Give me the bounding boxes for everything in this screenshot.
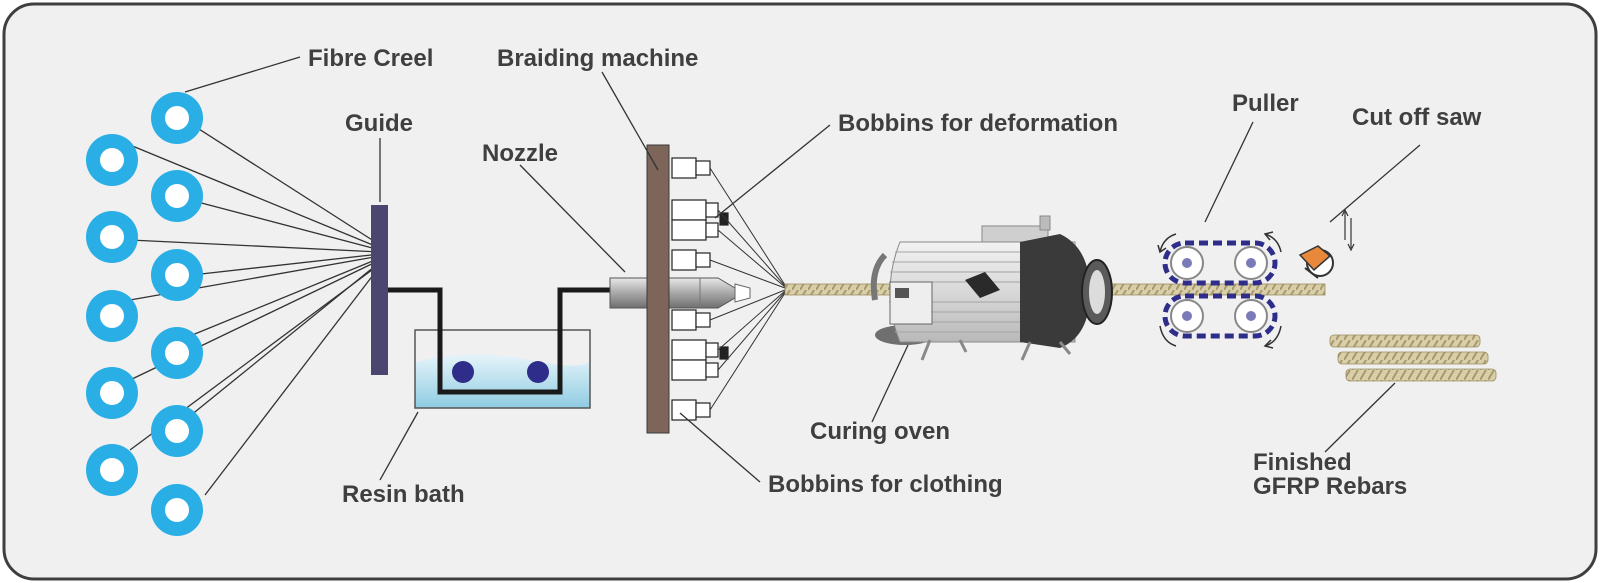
bobbin (671, 309, 711, 331)
circular-saw-icon (1298, 245, 1334, 279)
fibre-spool-icon (86, 290, 138, 342)
bobbin (671, 339, 729, 381)
fibre-spool-icon (151, 249, 203, 301)
leader-lines (184, 56, 1421, 483)
bobbins (671, 157, 729, 421)
fibre-spool-icon (151, 405, 203, 457)
puller-track-top (1162, 240, 1278, 286)
fibre-spool-icon (86, 367, 138, 419)
bobbin (671, 249, 711, 271)
guide-bar (371, 205, 388, 375)
label-puller: Puller (1232, 90, 1299, 117)
label-braiding-machine: Braiding machine (497, 45, 698, 72)
fibre-spool-icon (151, 170, 203, 222)
nozzle (609, 277, 751, 309)
finished-rebars (1329, 334, 1497, 382)
label-curing-oven: Curing oven (810, 418, 950, 445)
label-bobbins-deformation: Bobbins for deformation (838, 110, 1118, 137)
fibre-spool-icon (86, 444, 138, 496)
label-resin-bath: Resin bath (342, 481, 465, 508)
fibre-spool-icon (151, 92, 203, 144)
fibre-spool-icon (86, 211, 138, 263)
bath-roller (452, 361, 474, 383)
label-fibre-creel: Fibre Creel (308, 45, 433, 72)
puller-roller-icon (1170, 299, 1204, 333)
bobbin (671, 157, 711, 179)
braiding-machine-plate (646, 144, 670, 434)
label-gfrp-rebars: GFRP Rebars (1253, 473, 1407, 500)
label-guide: Guide (345, 110, 413, 137)
bath-roller (527, 361, 549, 383)
puller-roller-icon (1234, 246, 1268, 280)
label-bobbins-clothing: Bobbins for clothing (768, 471, 1003, 498)
puller-roller-icon (1234, 299, 1268, 333)
label-finished: Finished (1253, 449, 1352, 476)
bobbin-threads (709, 167, 786, 411)
fibre-spool-icon (86, 134, 138, 186)
label-cut-off-saw: Cut off saw (1352, 104, 1482, 131)
fibre-path (388, 287, 612, 395)
fibre-spool-icon (151, 327, 203, 379)
fibre-spool-icon (151, 484, 203, 536)
label-nozzle: Nozzle (482, 140, 558, 167)
puller-roller-icon (1170, 246, 1204, 280)
rotation-arrow-icon (1157, 231, 1282, 349)
fibre-creel (86, 92, 203, 536)
bobbin (671, 399, 711, 421)
puller (1157, 231, 1282, 349)
puller-track-bottom (1162, 293, 1278, 339)
bobbin (671, 199, 729, 241)
curing-oven-icon (870, 215, 1113, 361)
